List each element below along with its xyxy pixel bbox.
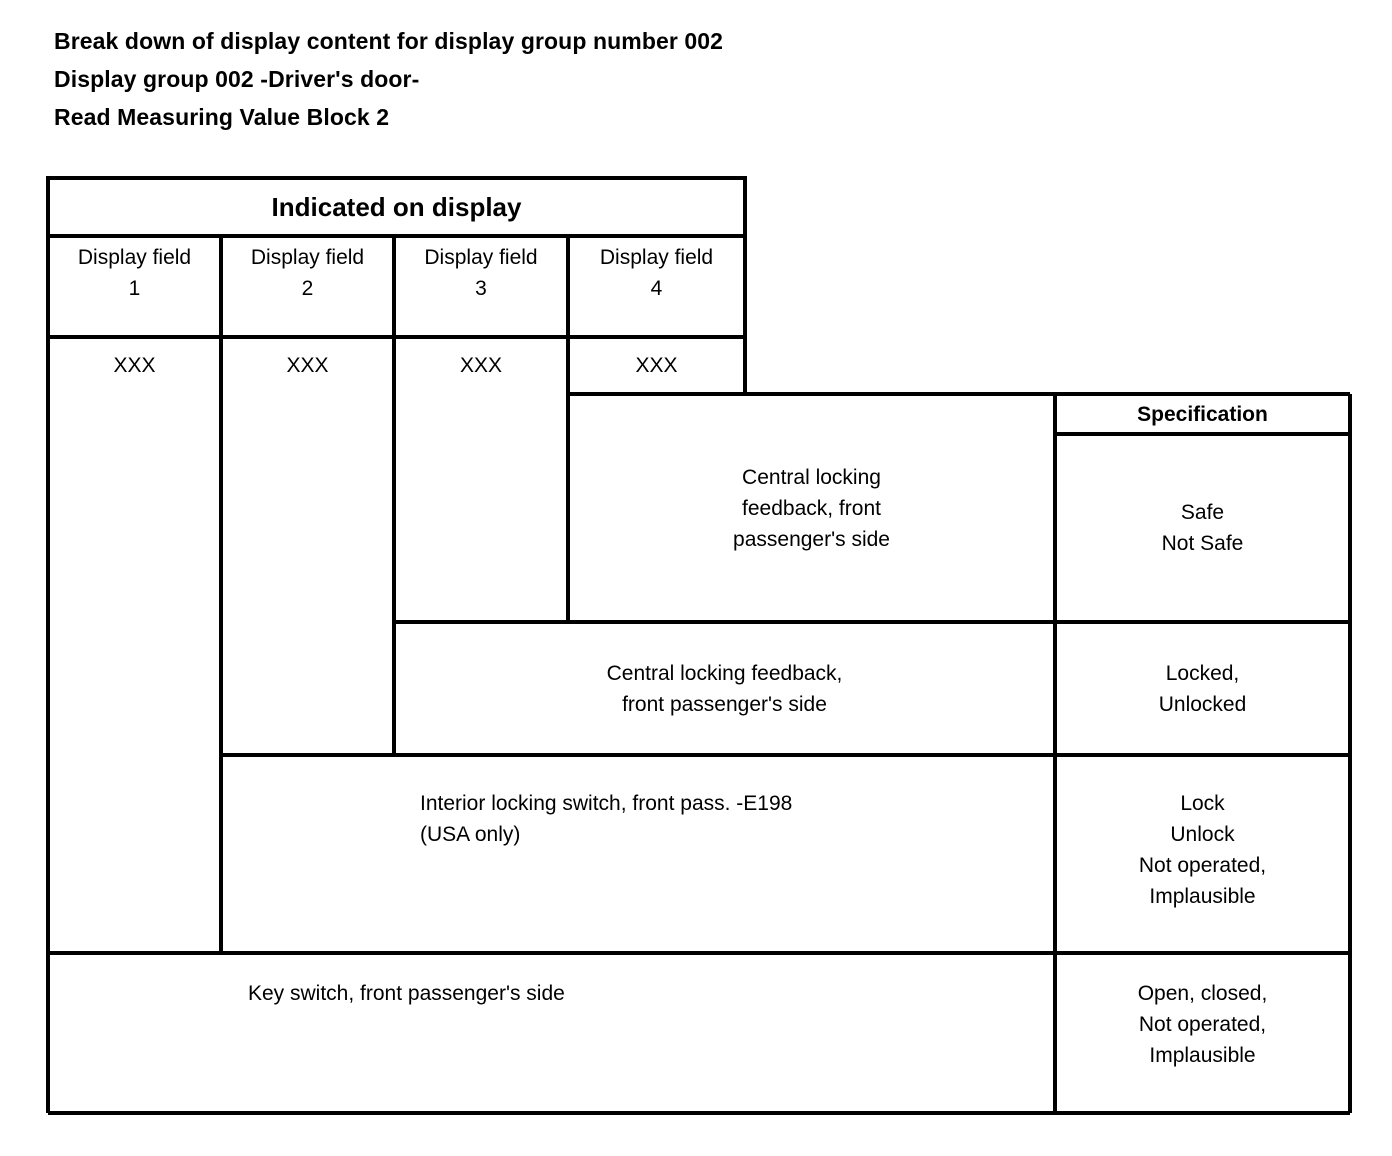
display-field-header-1: Display field 1 [77, 246, 192, 300]
row-description-3: Interior locking switch, front pass. -E1… [420, 792, 793, 846]
display-field-value-2: XXX [286, 354, 329, 377]
title-line-1: Break down of display content for displa… [54, 28, 724, 54]
specification-header: Specification [1137, 402, 1268, 426]
title-line-2: Display group 002 -Driver's door- [54, 66, 420, 92]
title-line-3: Read Measuring Value Block 2 [54, 104, 390, 130]
display-field-value-3: XXX [459, 354, 503, 377]
indicated-on-display-header: Indicated on display [271, 191, 522, 222]
display-field-value-4: XXX [635, 354, 678, 377]
row-specification-3: Lock Unlock Not operated, Implausible [1138, 792, 1267, 908]
row-description-1: Central locking feedback, front passenge… [733, 465, 890, 551]
row-description-2: Central locking feedback, front passenge… [606, 661, 843, 716]
row-description-4: Key switch, front passenger's side [248, 982, 565, 1005]
row-specification-1: Safe Not Safe [1161, 501, 1244, 555]
display-field-header-4: Display field 4 [599, 246, 714, 300]
display-field-header-3: Display field 3 [424, 246, 538, 300]
title-block: Break down of display content for displa… [54, 22, 1154, 136]
row-specification-4: Open, closed, Not operated, Implausible [1137, 982, 1268, 1067]
display-field-header-2: Display field 2 [250, 246, 365, 300]
display-field-value-1: XXX [113, 354, 156, 377]
row-specification-2: Locked, Unlocked [1158, 661, 1247, 716]
